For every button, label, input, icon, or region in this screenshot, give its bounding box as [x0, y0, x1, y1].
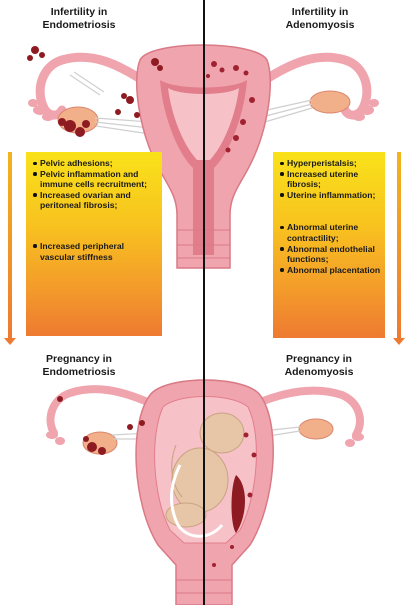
- arrow-shaft: [8, 152, 12, 338]
- left-fallopian-tube: [46, 385, 154, 437]
- factor-item: Pelvic adhesions;: [32, 158, 156, 169]
- title-line: Adenomyosis: [284, 366, 354, 378]
- factor-item: Uterine inflammation;: [279, 190, 381, 201]
- title-infertility-endometriosis: Infertility in Endometriosis: [4, 6, 154, 32]
- right-fallopian-tube: [254, 386, 364, 439]
- endometriosis-factors-list: Pelvic adhesions; Pelvic inflammation an…: [32, 158, 156, 262]
- title-line: Adenomyosis: [285, 19, 355, 31]
- adenomyosis-factors-panel: Hyperperistalsis; Increased uterine fibr…: [273, 152, 385, 338]
- title-line: Infertility in: [50, 6, 108, 18]
- title-line: Endometriosis: [42, 19, 116, 31]
- title-pregnancy-endometriosis: Pregnancy in Endometriosis: [4, 353, 154, 379]
- factor-item: Increased ovarian and peritoneal fibrosi…: [32, 190, 156, 211]
- title-line: Pregnancy in: [46, 353, 112, 365]
- left-fallopian-tube: [35, 52, 150, 120]
- arrow-head: [393, 338, 405, 345]
- right-fimbriae: [353, 99, 379, 121]
- factor-item: Abnormal placentation: [279, 265, 381, 276]
- left-fimbriae: [28, 99, 54, 121]
- fetus: [165, 412, 245, 528]
- adenomyosis-lesions: [206, 61, 255, 153]
- endometriosis-lesions: [57, 396, 145, 455]
- title-line: Endometriosis: [42, 366, 116, 378]
- arrow-head: [4, 338, 16, 345]
- placenta: [231, 475, 245, 533]
- adenomyosis-lesions: [212, 432, 257, 567]
- factor-item: Increased uterine fibrosis;: [279, 169, 381, 190]
- umbilical-cord: [169, 464, 224, 538]
- endometriosis-lesions: [27, 46, 163, 137]
- factor-item: Abnormal endothelial functions;: [279, 244, 381, 265]
- right-down-arrow: [393, 152, 405, 347]
- arrow-shaft: [397, 152, 401, 338]
- uterus-pregnancy-illustration: [46, 379, 364, 605]
- factor-item: Hyperperistalsis;: [279, 158, 381, 169]
- title-line: Pregnancy in: [286, 353, 352, 365]
- adenomyosis-factors-list: Hyperperistalsis; Increased uterine fibr…: [279, 158, 381, 275]
- factor-item: Pelvic inflammation and immune cells rec…: [32, 169, 156, 190]
- center-divider: [203, 0, 205, 605]
- factor-item: Increased peripheral vascular stiffness: [32, 241, 156, 262]
- title-pregnancy-adenomyosis: Pregnancy in Adenomyosis: [244, 353, 394, 379]
- left-down-arrow: [4, 152, 16, 347]
- left-fimbriae: [46, 431, 65, 445]
- factor-item: Abnormal uterine contractility;: [279, 222, 381, 243]
- right-ovary: [309, 90, 351, 114]
- title-infertility-adenomyosis: Infertility in Adenomyosis: [245, 6, 395, 32]
- right-fimbriae: [345, 433, 364, 447]
- endometriosis-factors-panel: Pelvic adhesions; Pelvic inflammation an…: [26, 152, 162, 336]
- right-ovary: [298, 418, 334, 440]
- title-line: Infertility in: [291, 6, 349, 18]
